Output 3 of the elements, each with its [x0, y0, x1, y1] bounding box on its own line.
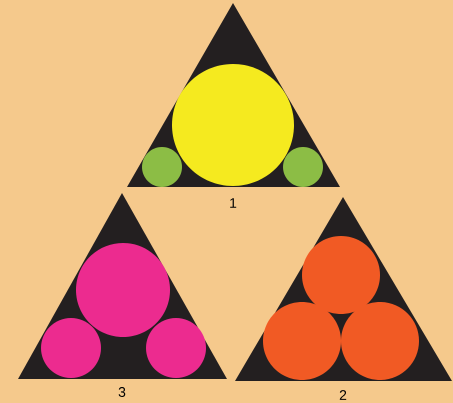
figure-number: 2: [340, 390, 346, 400]
figure-number: 3: [118, 387, 126, 397]
figure-number: 1: [230, 198, 236, 208]
